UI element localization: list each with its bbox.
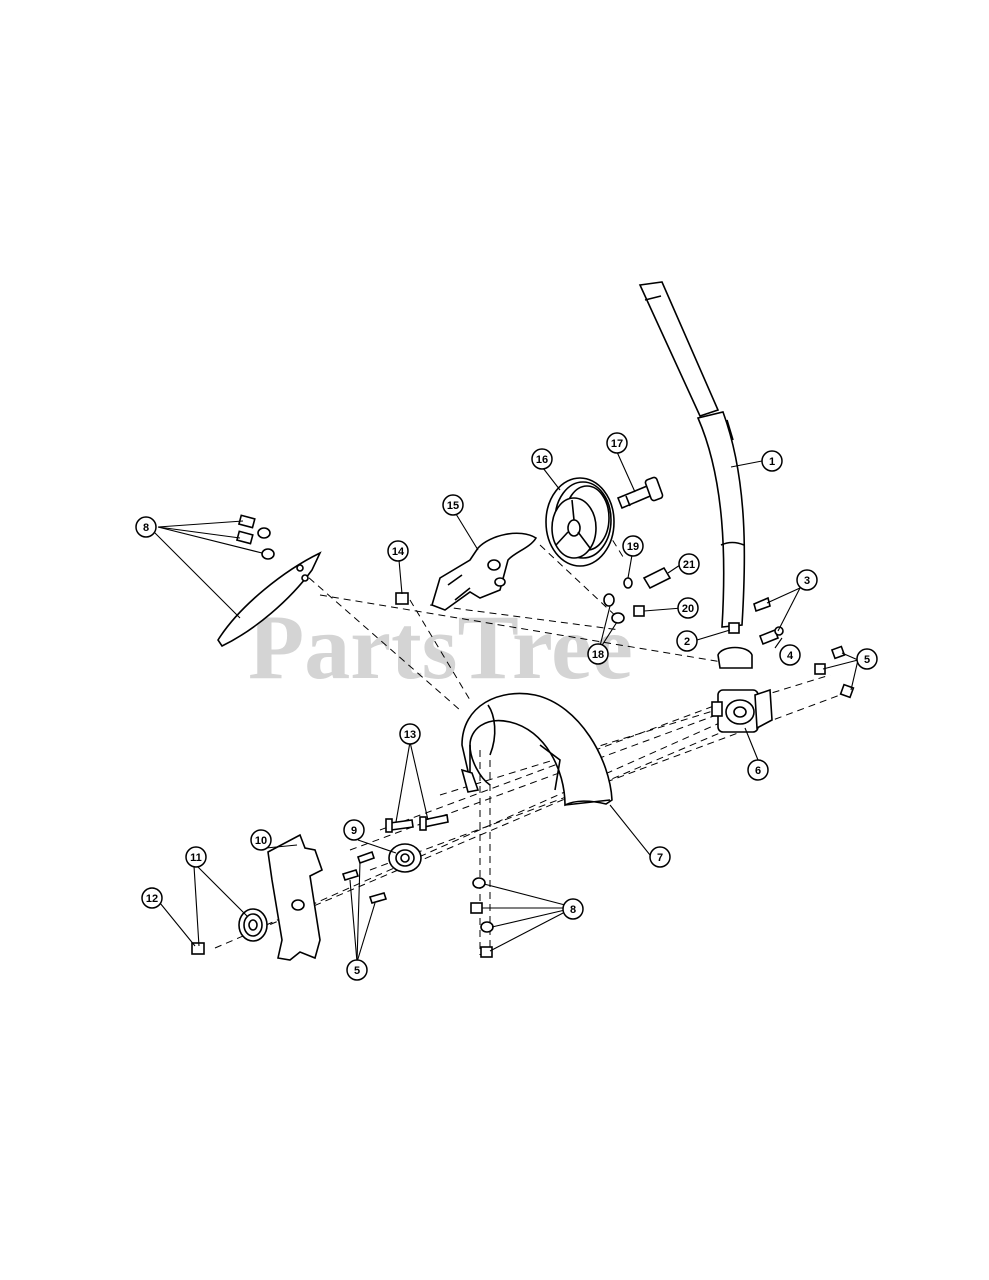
housing-bolts xyxy=(385,814,449,833)
callout-8-bottom: 8 xyxy=(562,898,584,920)
callout-18: 18 xyxy=(587,643,609,665)
watermark: PartsTree TM xyxy=(248,596,742,698)
callout-15-label: 15 xyxy=(447,500,459,512)
callout-20-label: 20 xyxy=(682,603,694,615)
callout-2: 2 xyxy=(676,630,698,652)
callout-12-label: 12 xyxy=(146,893,158,905)
tube-nut xyxy=(728,622,740,634)
pulley xyxy=(545,477,615,567)
callout-2-label: 2 xyxy=(684,636,690,648)
callout-6-label: 6 xyxy=(755,765,761,777)
bracket-nut xyxy=(395,592,409,605)
handle-tube xyxy=(638,281,746,628)
callout-17: 17 xyxy=(606,432,628,454)
callout-3: 3 xyxy=(796,569,818,591)
bearing-housing xyxy=(711,646,773,733)
scraper-blade xyxy=(267,833,323,961)
auger-housing xyxy=(460,692,613,807)
callout-1-label: 1 xyxy=(769,456,775,468)
spindle-nut xyxy=(191,942,205,955)
callout-19-label: 19 xyxy=(627,541,639,553)
bearing xyxy=(388,843,422,873)
left-screws xyxy=(341,850,388,904)
callout-6: 6 xyxy=(747,759,769,781)
callout-15: 15 xyxy=(442,494,464,516)
callout-4-label: 4 xyxy=(787,650,794,662)
chute-bracket xyxy=(431,532,538,611)
pulley-bolt xyxy=(616,476,664,510)
callout-14: 14 xyxy=(387,540,409,562)
callout-5-right: 5 xyxy=(856,648,878,670)
callout-5-left: 5 xyxy=(346,959,368,981)
callout-21: 21 xyxy=(678,553,700,575)
callout-5-right-label: 5 xyxy=(864,654,870,666)
callout-11: 11 xyxy=(185,846,207,868)
callout-8-bottom-label: 8 xyxy=(570,904,576,916)
callout-13-label: 13 xyxy=(404,729,416,741)
callout-13: 13 xyxy=(399,723,421,745)
callout-12: 12 xyxy=(141,887,163,909)
callout-8-left: 8 xyxy=(135,516,157,538)
callout-14-label: 14 xyxy=(392,546,405,558)
callout-19: 19 xyxy=(622,535,644,557)
leader-lines xyxy=(152,451,859,963)
callout-9: 9 xyxy=(343,819,365,841)
callout-21-label: 21 xyxy=(683,559,695,571)
callout-7-label: 7 xyxy=(657,852,663,864)
right-nuts xyxy=(814,645,855,699)
callout-10: 10 xyxy=(250,829,272,851)
callout-8-left-label: 8 xyxy=(143,522,149,534)
watermark-text: PartsTree xyxy=(248,596,633,698)
lower-hardware xyxy=(470,877,494,958)
right-bolts xyxy=(753,596,784,646)
callout-17-label: 17 xyxy=(611,438,623,450)
deflector-plate xyxy=(217,514,322,648)
callout-7: 7 xyxy=(649,846,671,868)
callout-1: 1 xyxy=(761,450,783,472)
callout-4: 4 xyxy=(779,644,801,666)
callout-11-label: 11 xyxy=(190,852,202,864)
callout-5-left-label: 5 xyxy=(354,965,360,977)
small-hardware xyxy=(603,566,672,624)
callout-16-label: 16 xyxy=(536,454,548,466)
callout-9-label: 9 xyxy=(351,825,357,837)
callout-10-label: 10 xyxy=(255,835,267,847)
callout-16: 16 xyxy=(531,448,553,470)
callout-20: 20 xyxy=(677,597,699,619)
callout-3-label: 3 xyxy=(804,575,810,587)
spindle-bearing xyxy=(238,908,268,942)
callout-18-label: 18 xyxy=(592,649,604,661)
